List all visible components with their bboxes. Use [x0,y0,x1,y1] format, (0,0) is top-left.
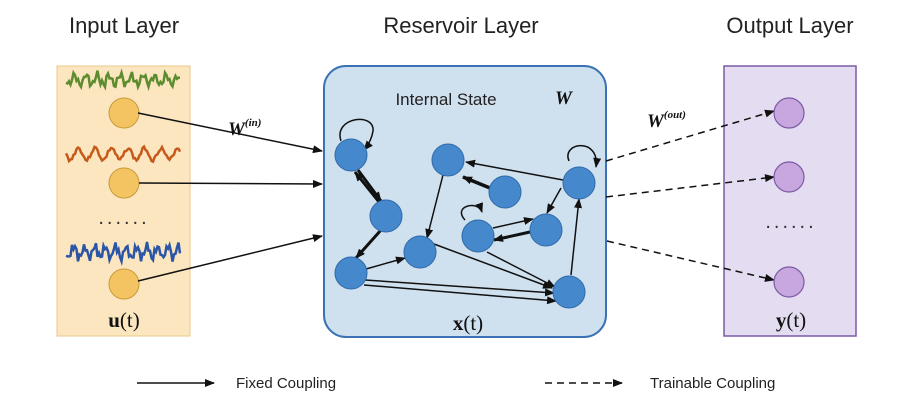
input-signal-3 [65,241,182,267]
output-node-2 [773,161,805,193]
output-state-label: y(t) [776,308,806,332]
input-signal-1 [65,68,181,92]
output-weight-label: W(out) [647,109,686,132]
reservoir-node-5 [431,143,465,177]
output-node-1 [773,97,805,129]
edge-r7-r8 [492,217,534,229]
input-node-2 [108,167,140,199]
input-signal-2 [64,144,182,164]
input-state-label: u(t) [108,308,140,332]
reservoir-layer-header: Reservoir Layer [383,13,538,38]
input-arrow-1 [137,112,323,154]
input-arrow-2 [138,179,323,188]
legend-fixed-label: Fixed Coupling [236,375,336,392]
reservoir-node-6 [488,175,522,209]
output-ellipsis: ...... [765,211,816,233]
reservoir-panel [323,65,607,338]
output-arrow-1 [605,109,775,162]
reservoir-self-loops [339,118,602,221]
reservoir-node-10 [562,166,596,200]
edge-r10-r8 [546,187,562,214]
reservoir-node-9 [552,275,586,309]
self-loop-r1 [339,118,374,151]
edge-r10-r5 [465,159,564,181]
input-coupling-arrows [137,112,323,282]
reservoir-connections [353,159,583,305]
reservoir-nodes [334,138,596,309]
input-arrow-3 [137,234,323,282]
input-node-3 [108,268,140,300]
reservoir-node-2 [369,199,403,233]
output-arrow-2 [605,174,775,198]
output-node-3 [773,266,805,298]
reservoir-node-7 [461,219,495,253]
output-layer-header: Output Layer [726,13,853,38]
edge-r7-r9 [486,251,556,288]
edge-r3-r4 [365,256,406,270]
reservoir-node-3 [334,256,368,290]
input-node-1 [108,97,140,129]
edge-r3-r9b [363,284,557,305]
edge-r6-r5 [462,175,491,190]
legend: Fixed Coupling Trainable Coupling [137,375,775,392]
input-layer-header: Input Layer [69,13,179,38]
output-coupling-arrows [605,109,775,282]
output-arrow-3 [606,240,775,282]
edge-r8-r7 [493,230,531,242]
edge-r3-r9 [364,279,555,297]
edge-r2-r1 [353,171,381,203]
legend-trainable-label: Trainable Coupling [650,375,775,392]
self-loop-r7 [460,202,483,221]
input-ellipsis: ...... [98,207,149,229]
reservoir-node-1 [334,138,368,172]
edge-r9-r10 [570,198,583,276]
reservoir-node-8 [529,213,563,247]
edge-r4-r9 [433,243,553,289]
edge-r5-r4 [425,170,445,239]
reservoir-node-4 [403,235,437,269]
internal-state-title: Internal State [395,90,496,109]
input-weight-label: W(in) [228,117,261,140]
edge-r2-r3 [354,229,383,259]
self-loop-r10 [567,144,602,168]
reservoir-weight-label: W [555,88,573,109]
reservoir-state-label: x(t) [453,311,483,335]
